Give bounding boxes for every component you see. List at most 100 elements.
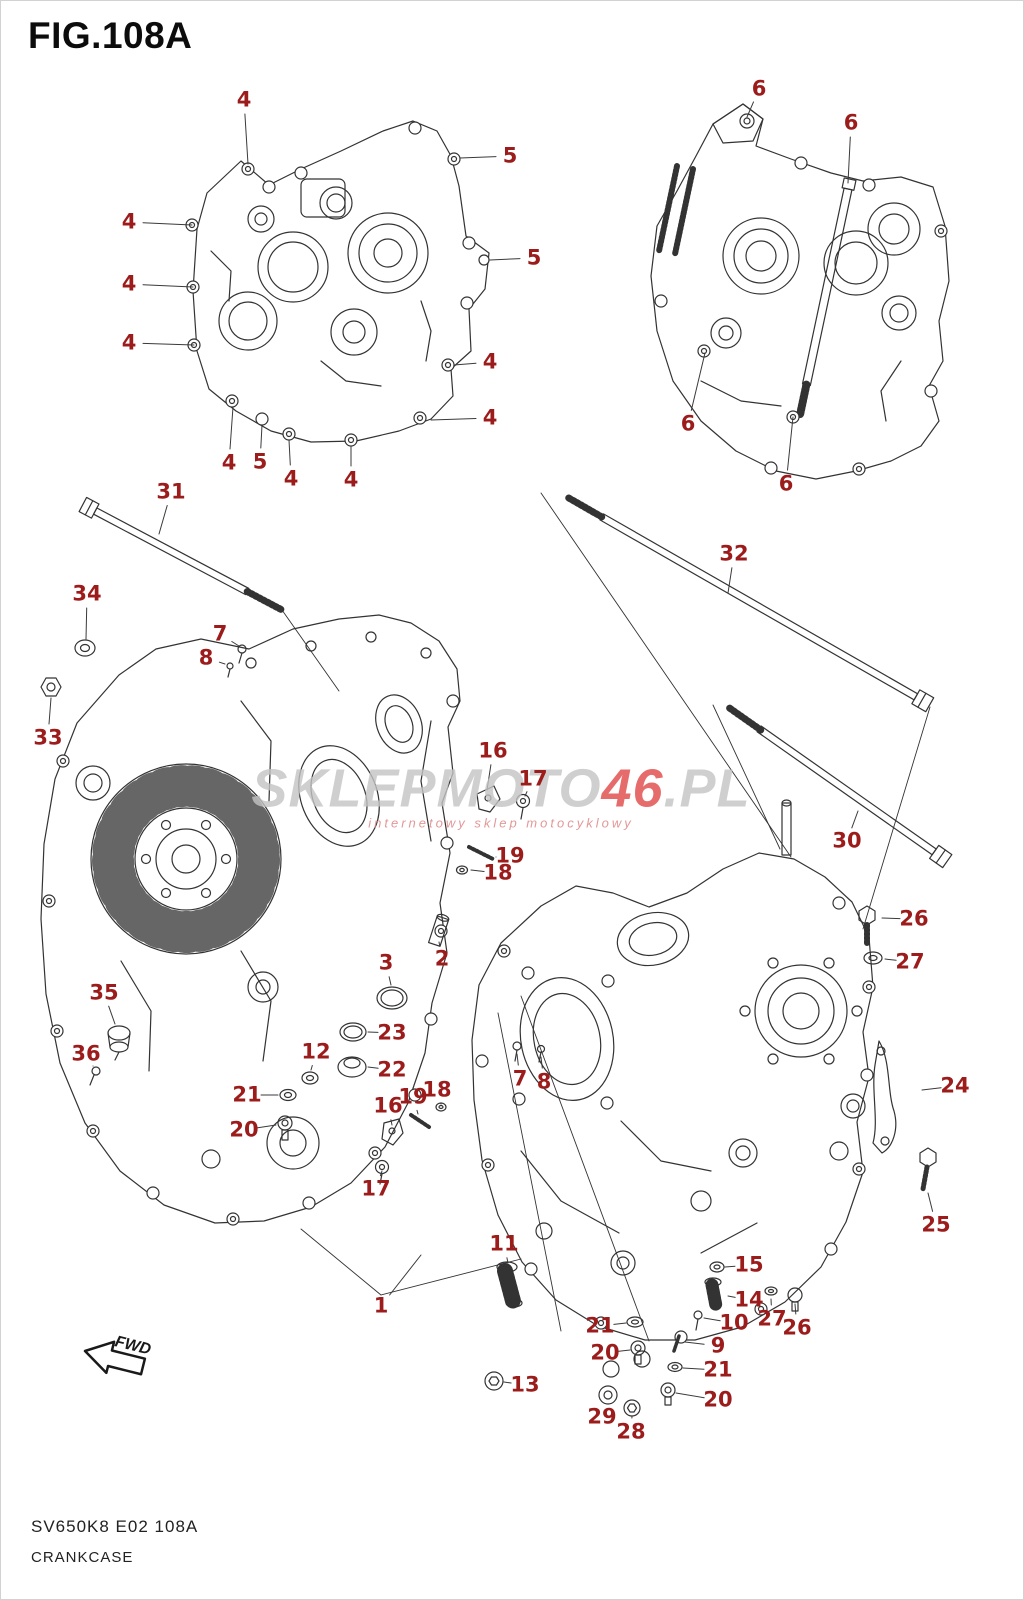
leader-line-18 [470, 869, 485, 872]
leader-line-3 [388, 976, 392, 986]
o-ring-3 [376, 986, 408, 1010]
washer-27-right [863, 951, 883, 965]
leader-line-8 [218, 661, 226, 665]
leader-line-10 [703, 1317, 721, 1322]
stud-9 [672, 1334, 681, 1353]
figure-title: FIG.108A [28, 15, 193, 56]
leader-line-32 [727, 567, 733, 594]
leader-line-33 [48, 697, 52, 725]
leader-line-20 [675, 1392, 705, 1399]
leader-line-13 [503, 1381, 512, 1384]
leader-line-21 [613, 1322, 627, 1325]
leader-line-6 [847, 136, 851, 184]
left-crankcase-half [40, 614, 461, 1226]
bolt-17-lower [374, 1159, 390, 1185]
crankcase-bolt-31 [78, 496, 285, 613]
screw-36 [89, 1066, 101, 1086]
bolt-25 [919, 1147, 937, 1192]
plug-13 [484, 1371, 504, 1391]
crankcase-bolt-30 [726, 704, 953, 869]
washer-18-upper [455, 865, 469, 875]
nut-33 [40, 677, 62, 697]
leader-line-7 [516, 1053, 519, 1066]
leader-line-21 [682, 1367, 705, 1370]
bolt-20-mid [630, 1340, 646, 1365]
washer-21-mid [626, 1316, 644, 1328]
leader-line-4 [430, 418, 477, 421]
washer-12 [301, 1071, 319, 1085]
leader-line-4 [288, 439, 291, 466]
plug-29 [598, 1385, 618, 1405]
jet-10 [693, 1310, 703, 1331]
leader-line-4 [453, 362, 477, 366]
fwd-arrow: FWD [83, 1333, 153, 1376]
screw-7-mid [512, 1041, 522, 1062]
screw-8-mid [536, 1044, 546, 1063]
leader-line-16 [486, 764, 492, 791]
leader-line-31 [158, 505, 168, 535]
washer-34 [74, 639, 96, 657]
bolt-20-left [277, 1115, 293, 1141]
washer-18-lower [435, 1102, 447, 1112]
leader-line-15 [724, 1265, 736, 1268]
leader-line-25 [927, 1192, 934, 1212]
o-ring-23 [339, 1022, 367, 1042]
bolt-28 [623, 1399, 641, 1417]
model-code: SV650K8 E02 108A [31, 1517, 199, 1536]
right-crankcase-half [471, 799, 876, 1378]
washer-21-left [279, 1088, 297, 1102]
bolt-26-right [858, 905, 876, 946]
leader-line-34 [85, 607, 88, 640]
stud-19-lower [409, 1113, 431, 1129]
page-footer: SV650K8 E02 108A CRANKCASE [31, 1517, 198, 1566]
leader-line-6 [690, 352, 706, 411]
upper-crankcase-rear-view [185, 120, 490, 447]
leader-lines [48, 101, 942, 1419]
leader-line-20 [618, 1349, 631, 1352]
upper-crankcase-front-view [650, 103, 950, 480]
leader-line-6 [746, 101, 754, 118]
leader-line-4 [229, 406, 234, 450]
leader-line-5 [260, 424, 263, 449]
leader-line-35 [108, 1005, 116, 1025]
bracket-16-lower [381, 1118, 404, 1146]
leader-line-6 [787, 416, 794, 471]
screw-8-upper [226, 662, 234, 678]
stud-19-upper [467, 845, 495, 861]
leader-line-16 [390, 1119, 393, 1126]
dowel-pin-2 [427, 913, 450, 947]
leader-line-22 [367, 1066, 379, 1069]
plug-22 [337, 1056, 367, 1078]
bracket-16-upper [476, 785, 501, 813]
leader-line-4 [142, 284, 194, 288]
leader-line-17 [524, 791, 528, 797]
leader-line-27 [884, 958, 897, 961]
leader-line-14 [727, 1295, 736, 1298]
leader-line-9 [684, 1341, 705, 1345]
leader-line-2 [438, 941, 441, 946]
leader-line-1 [389, 1254, 422, 1296]
leader-line-4 [142, 342, 195, 346]
leader-line-26 [881, 917, 901, 920]
washer-27-bottom [764, 1286, 778, 1296]
o-ring-15 [709, 1261, 725, 1273]
bolt-26-bottom [787, 1287, 803, 1312]
leader-line-7 [231, 641, 240, 647]
screw-7-upper [237, 644, 247, 664]
leader-line-12 [310, 1065, 313, 1071]
leader-line-26 [794, 1303, 797, 1315]
crankcase-bolt-32 [565, 494, 935, 713]
leader-line-11 [506, 1257, 509, 1264]
union-14 [704, 1277, 723, 1313]
construction-lines [281, 492, 931, 1342]
pressure-switch-35 [107, 1025, 131, 1061]
leader-line-5 [489, 258, 521, 261]
leader-line-17 [379, 1170, 383, 1177]
leader-line-4 [142, 222, 193, 226]
leader-line-4 [244, 113, 249, 165]
figure-name: CRANKCASE [31, 1549, 134, 1566]
bolt-20-right [660, 1382, 676, 1406]
union-11 [496, 1261, 523, 1309]
